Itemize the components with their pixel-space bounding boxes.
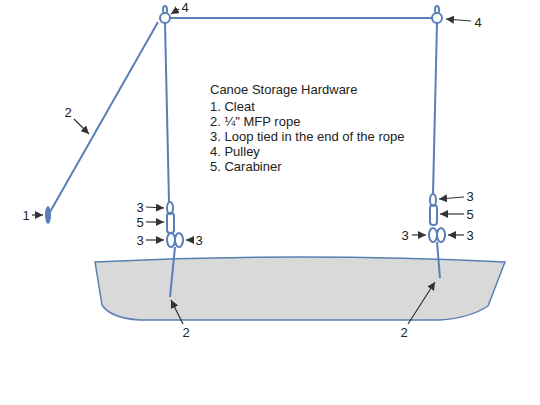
callout-number: 3 xyxy=(401,228,408,243)
canoe-hull xyxy=(95,257,505,320)
callout-number: 3 xyxy=(466,189,473,204)
callout-number: 4 xyxy=(181,0,188,15)
legend-item: 2. ¼" MFP rope xyxy=(210,114,300,129)
callout-number: 5 xyxy=(136,215,143,230)
callout-number: 3 xyxy=(466,228,473,243)
legend-item: 3. Loop tied in the end of the rope xyxy=(210,129,404,144)
callout-number: 2 xyxy=(182,325,189,340)
leader-line xyxy=(32,9,471,324)
pulley xyxy=(160,6,442,23)
legend-item: 5. Carabiner xyxy=(210,159,282,174)
diagram-title: Canoe Storage Hardware xyxy=(210,82,357,97)
callout-number: 3 xyxy=(136,233,143,248)
callout-number: 4 xyxy=(474,15,481,30)
callout-number: 2 xyxy=(64,105,71,120)
callout-number: 3 xyxy=(195,233,202,248)
rope xyxy=(50,18,440,297)
legend-item: 1. Cleat xyxy=(210,99,255,114)
callout-number: 5 xyxy=(466,207,473,222)
loop-carabiner xyxy=(167,194,445,247)
callout-number: 1 xyxy=(22,208,29,223)
callout-number: 2 xyxy=(400,325,407,340)
legend-item: 4. Pulley xyxy=(210,144,260,159)
cleat xyxy=(45,206,51,224)
callout-number: 3 xyxy=(136,200,143,215)
